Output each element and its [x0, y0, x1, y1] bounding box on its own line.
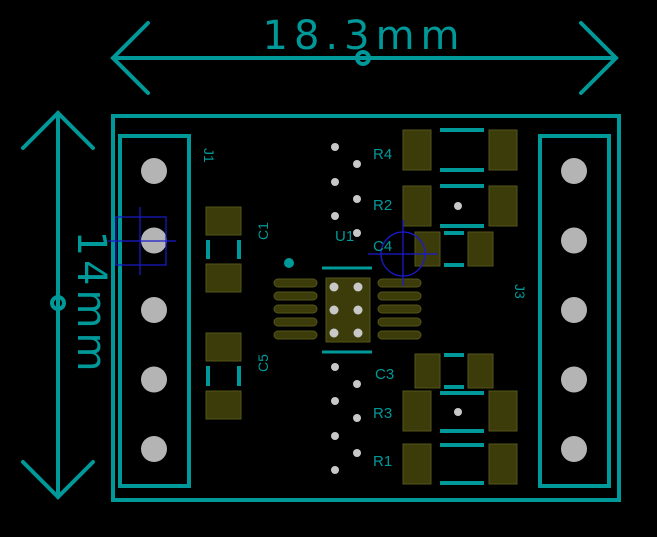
height-label: 14mm: [68, 231, 114, 376]
width-label: 18.3mm: [263, 13, 466, 59]
j1-pin-5: [141, 436, 167, 462]
j1-pin-4: [141, 366, 167, 393]
j1-pin-3: [141, 297, 167, 323]
c1-pad-bottom: [205, 263, 242, 293]
j1-pin-1: [141, 158, 167, 184]
j3-pin-4: [561, 366, 587, 393]
height-dimension: [21, 110, 95, 500]
u1-right-pins: [377, 278, 422, 340]
connector-j1-outline: [118, 134, 191, 488]
c5-pad-bottom: [205, 390, 242, 420]
label-r1: R1: [373, 453, 392, 470]
connector-j1-pins: [141, 158, 167, 462]
j3-pin-1: [561, 158, 587, 184]
c4-crosshair-marker: [368, 220, 438, 286]
ic-u1: [273, 258, 422, 354]
label-j3: J3: [512, 284, 528, 299]
label-j1: J1: [201, 148, 217, 163]
c1-pad-top: [205, 206, 242, 236]
connector-j3: [538, 134, 611, 488]
c5-pad-top: [205, 332, 242, 362]
capacitor-c3: [414, 353, 494, 389]
j1-crosshair-marker: [108, 207, 176, 275]
label-c4: C4: [373, 238, 392, 255]
j3-pin-3: [561, 297, 587, 323]
capacitor-c1: [205, 206, 242, 293]
j3-pin-2: [561, 227, 587, 254]
resistor-r2: [402, 184, 518, 228]
connector-j3-outline: [538, 134, 611, 488]
label-c1: C1: [255, 222, 271, 240]
connector-j3-pins: [561, 158, 587, 462]
width-dimension: [110, 21, 619, 95]
label-c5: C5: [255, 354, 271, 372]
label-c3: C3: [375, 366, 394, 383]
resistor-r4: [402, 128, 518, 172]
label-r3: R3: [373, 405, 392, 422]
connector-j1: [118, 134, 191, 488]
label-u1: U1: [335, 228, 354, 245]
u1-pin1-dot: [284, 258, 294, 268]
capacitor-c4: [414, 231, 494, 267]
label-r4: R4: [373, 146, 392, 163]
board-outline: [111, 114, 621, 502]
via-column: [331, 143, 462, 474]
capacitor-c5: [205, 332, 242, 420]
resistor-r1: [402, 443, 518, 485]
u1-thermal-vias: [329, 282, 363, 338]
label-r2: R2: [373, 197, 392, 214]
j3-pin-5: [561, 436, 587, 462]
resistor-r3: [402, 390, 518, 433]
u1-left-pins: [273, 278, 318, 340]
